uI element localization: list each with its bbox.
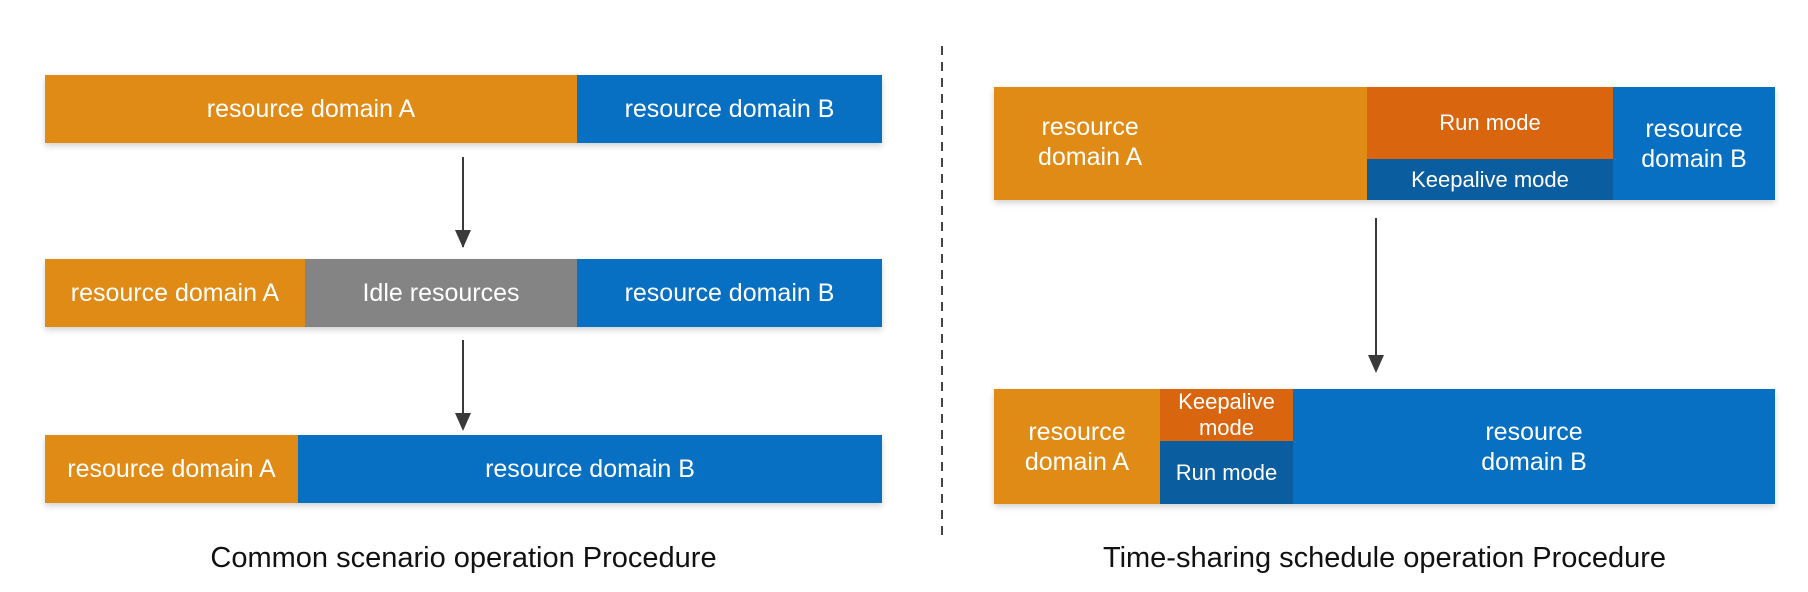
right-top-domain-b: resource domain B xyxy=(1613,87,1775,200)
right-caption: Time-sharing schedule operation Procedur… xyxy=(1102,542,1667,574)
right-top-run-mode: Run mode xyxy=(1367,87,1613,159)
left-row2-idle-resources: Idle resources xyxy=(305,259,577,327)
right-bottom-domain-b: resource domain B xyxy=(1293,389,1775,504)
right-top-domain-a: resource domain A xyxy=(994,87,1367,200)
left-row3-domain-b: resource domain B xyxy=(298,435,882,503)
left-row1-domain-a: resource domain A xyxy=(45,75,577,143)
right-top-keepalive-mode: Keepalive mode xyxy=(1367,159,1613,200)
left-row3-domain-a: resource domain A xyxy=(45,435,298,503)
left-row2-domain-b: resource domain B xyxy=(577,259,882,327)
right-bottom-domain-a: resource domain A xyxy=(994,389,1160,504)
arrow-head-icon xyxy=(1368,355,1384,373)
left-row2-domain-a: resource domain A xyxy=(45,259,305,327)
left-row1-domain-b: resource domain B xyxy=(577,75,882,143)
right-bottom-run-mode: Run mode xyxy=(1160,441,1293,504)
arrow-head-icon xyxy=(455,230,471,248)
left-caption: Common scenario operation Procedure xyxy=(210,542,717,574)
arrow-head-icon xyxy=(455,413,471,431)
right-bottom-keepalive-mode: Keepalive mode xyxy=(1160,389,1293,441)
